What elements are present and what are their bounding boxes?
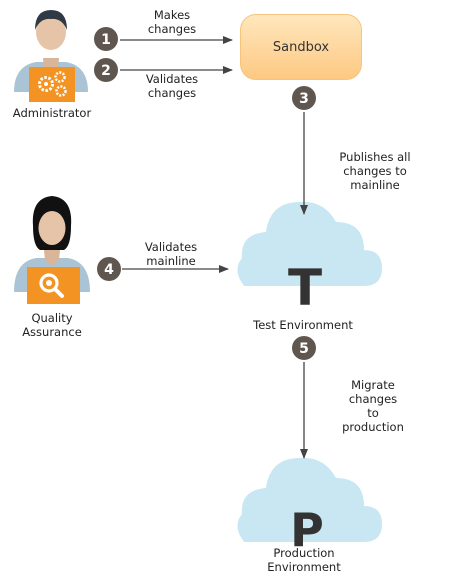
step-4-label: Validates mainline (144, 240, 198, 268)
step-4-badge: 4 (97, 257, 121, 281)
gears-icon (29, 67, 75, 102)
step-2-number: 2 (101, 63, 111, 79)
magnifier-icon (27, 267, 80, 304)
test-env-letter: T (288, 259, 322, 317)
step-3-label: Publishes all changes to mainline (339, 150, 411, 192)
production-env-letter: P (290, 503, 324, 557)
step-1-number: 1 (101, 32, 111, 48)
production-cloud-icon (237, 457, 382, 542)
sandbox-box: Sandbox (240, 14, 362, 80)
production-env-label: Production Environment (267, 546, 341, 574)
step-1-badge: 1 (94, 27, 118, 51)
step-2-label: Validates changes (145, 72, 199, 100)
test-cloud-icon (237, 201, 382, 286)
sandbox-label: Sandbox (272, 39, 330, 55)
step-5-label: Migrate changes to production (342, 378, 404, 434)
step-2-badge: 2 (94, 58, 118, 82)
qa-label: Quality Assurance (22, 311, 82, 339)
step-5-badge: 5 (292, 336, 316, 360)
step-5-number: 5 (299, 341, 309, 357)
step-3-badge: 3 (292, 86, 316, 110)
step-3-number: 3 (299, 91, 309, 107)
step-1-label: Makes changes (147, 8, 197, 36)
administrator-label: Administrator (12, 106, 92, 120)
step-4-number: 4 (104, 262, 114, 278)
test-env-label: Test Environment (253, 318, 353, 332)
